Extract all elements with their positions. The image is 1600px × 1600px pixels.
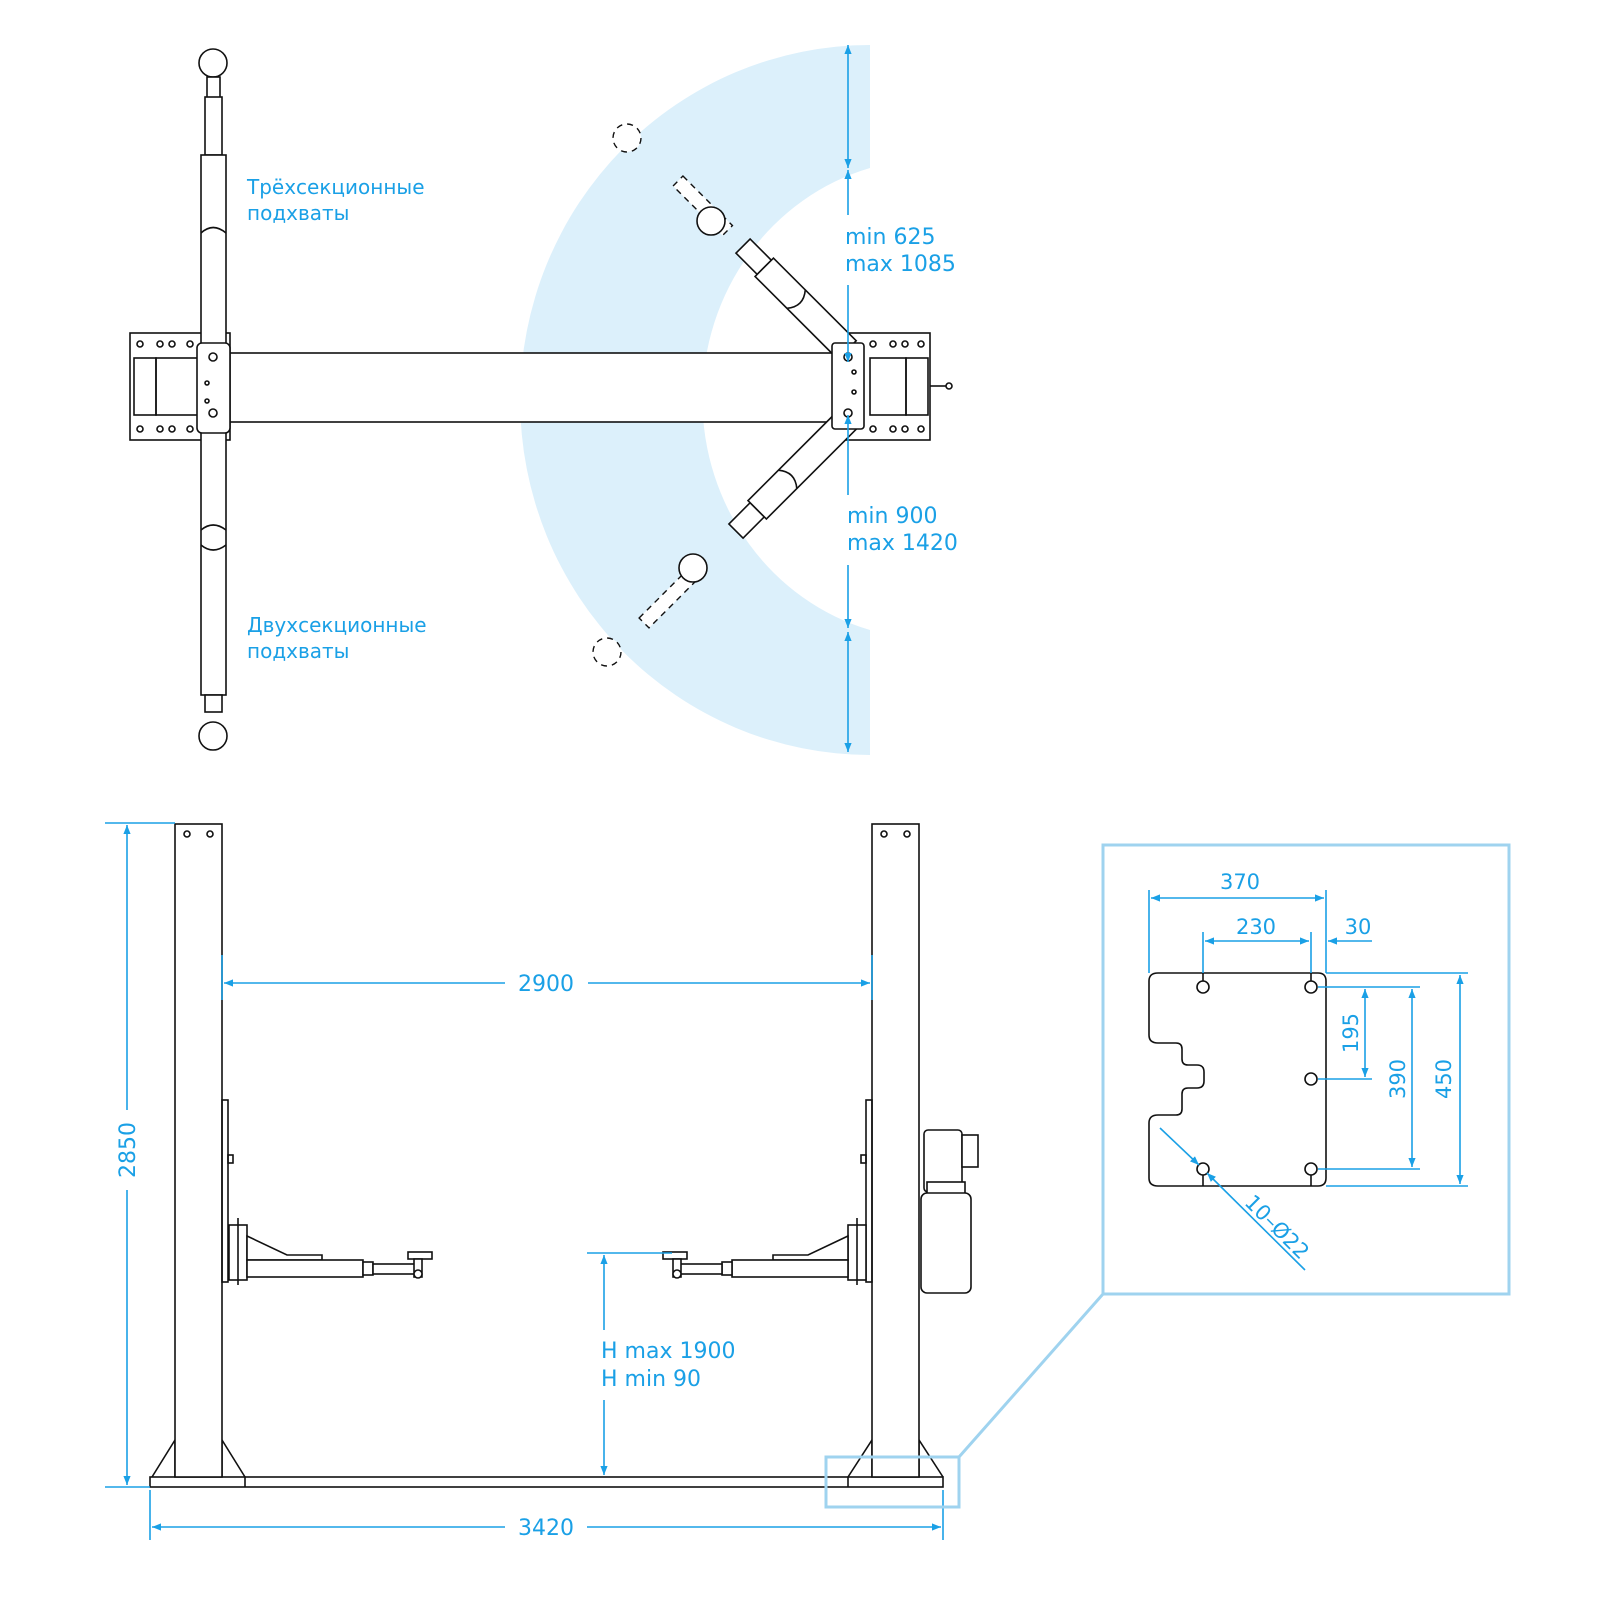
left-arm-assembly	[196, 48, 231, 751]
dim-inner-width	[221, 955, 873, 1000]
crossbeam	[224, 352, 841, 423]
mount-hole	[1304, 1072, 1318, 1086]
upper-min-label: min 625	[845, 225, 935, 250]
outer-width-value: 3420	[518, 1516, 574, 1541]
front-view: 2850 2900 3420 H max 1900 H min 90	[105, 822, 1105, 1541]
lower-diagonal-arm	[592, 409, 858, 667]
two-section-label-1: Двухсекционные	[247, 613, 427, 637]
mount-hole	[1196, 980, 1210, 994]
dim-390-value: 390	[1386, 1059, 1410, 1099]
right-column	[847, 823, 944, 1478]
dim-195-value: 195	[1339, 1013, 1363, 1053]
right-lifting-arm	[662, 1218, 867, 1285]
dim-30-value: 30	[1345, 915, 1372, 939]
hole-spec-label: 10–Ø22	[1240, 1190, 1314, 1264]
upper-diagonal-arm	[612, 123, 858, 361]
left-lifting-arm	[228, 1218, 433, 1285]
dim-lift-height	[587, 1252, 672, 1475]
plate-outline	[1148, 972, 1327, 1187]
detail-frame	[1101, 843, 1511, 1296]
dim-450-value: 450	[1432, 1059, 1456, 1099]
left-column	[151, 823, 246, 1478]
two-section-label-2: подхваты	[247, 639, 349, 663]
lower-max-label: max 1420	[847, 531, 958, 556]
lower-min-label: min 900	[847, 504, 937, 529]
mount-hole	[1196, 1162, 1210, 1176]
power-unit	[920, 1129, 979, 1294]
top-view: min 625 max 1085 min 900 max 1420 Трёхсе…	[129, 45, 958, 755]
base-beam	[149, 1476, 944, 1488]
three-section-label-2: подхваты	[247, 201, 349, 225]
dim-height	[105, 822, 175, 1488]
h-max-label: H max 1900	[601, 1339, 735, 1364]
dim-230-value: 230	[1236, 915, 1276, 939]
base-plate-detail: 370 230 30 195 390 450 10–Ø22	[1101, 843, 1511, 1296]
dim-outer-width	[149, 1490, 944, 1540]
detail-callout-marker	[824, 1455, 961, 1509]
upper-max-label: max 1085	[845, 252, 956, 277]
three-section-label-1: Трёхсекционные	[246, 175, 425, 199]
h-min-label: H min 90	[601, 1367, 701, 1392]
inner-width-value: 2900	[518, 972, 574, 997]
mount-hole	[1304, 980, 1318, 994]
height-value: 2850	[116, 1122, 141, 1178]
mount-hole	[1304, 1162, 1318, 1176]
dim-370-value: 370	[1220, 870, 1260, 894]
